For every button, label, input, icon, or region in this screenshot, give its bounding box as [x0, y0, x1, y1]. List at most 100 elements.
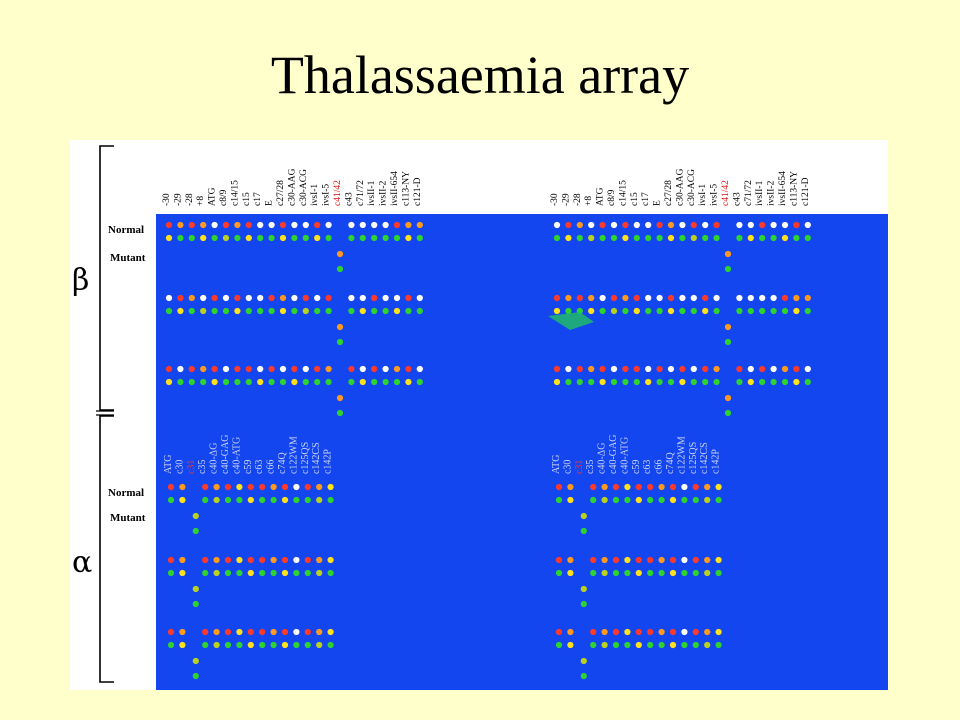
hybridization-spot — [188, 307, 195, 315]
hybridization-spot — [293, 496, 300, 504]
hybridization-spot — [576, 294, 583, 302]
hybridization-spot — [382, 307, 389, 315]
hybridization-spot — [715, 641, 722, 649]
hybridization-spot — [681, 483, 688, 491]
hybridization-spot — [382, 234, 389, 242]
hybridization-spot — [588, 294, 595, 302]
beta-right-col-label: c71/72 — [744, 180, 754, 206]
beta-left-col-label: ivsII-2 — [379, 180, 389, 206]
hybridization-spot — [635, 556, 642, 564]
hybridization-spot — [336, 265, 344, 273]
hybridization-spot — [245, 378, 252, 386]
beta-right-col-label: c14/15 — [618, 180, 628, 206]
hybridization-spot — [759, 221, 766, 229]
hybridization-spot — [667, 221, 675, 229]
hybridization-spot — [211, 294, 218, 302]
hybridization-spot — [165, 221, 173, 229]
hybridization-spot — [359, 365, 366, 373]
hybridization-spot — [247, 628, 254, 636]
hybridization-spot — [781, 365, 789, 373]
beta-left-col-label: c71/72 — [356, 180, 366, 206]
hybridization-spot — [601, 496, 608, 504]
hybridization-spot — [224, 641, 232, 649]
hybridization-spot — [327, 628, 334, 636]
alpha-right-col-label: c142P — [711, 449, 722, 474]
hybridization-spot — [316, 496, 323, 504]
hybridization-spot — [259, 628, 266, 636]
hybridization-spot — [724, 250, 732, 258]
hybridization-spot — [281, 496, 289, 504]
hybridization-spot — [565, 307, 572, 315]
hybridization-spot — [715, 628, 722, 636]
hybridization-spot — [234, 234, 241, 242]
hybridization-spot — [202, 556, 209, 564]
hybridization-spot — [724, 323, 732, 331]
hybridization-spot — [690, 221, 697, 229]
hybridization-spot — [268, 294, 275, 302]
hybridization-spot — [692, 628, 699, 636]
hybridization-spot — [293, 628, 300, 636]
hybridization-spot — [167, 496, 175, 504]
hybridization-spot — [804, 307, 811, 315]
hybridization-spot — [690, 294, 697, 302]
hybridization-spot — [601, 641, 608, 649]
hybridization-spot — [781, 378, 789, 386]
hybridization-spot — [702, 234, 709, 242]
hybridization-spot — [291, 234, 298, 242]
hybridization-spot — [259, 556, 266, 564]
beta-left-col-label: c30-ACG — [299, 169, 309, 206]
hybridization-spot — [382, 221, 389, 229]
hybridization-spot — [599, 221, 606, 229]
hybridization-spot — [234, 294, 241, 302]
hybridization-spot — [222, 221, 230, 229]
hybridization-spot — [645, 378, 652, 386]
hybridization-spot — [279, 234, 287, 242]
alpha-left-col-label: c122WM — [288, 436, 299, 474]
hybridization-spot — [580, 585, 587, 593]
hybridization-spot — [245, 221, 252, 229]
hybridization-spot — [553, 378, 561, 386]
hybridization-spot — [588, 378, 595, 386]
hybridization-spot — [692, 569, 699, 577]
hybridization-spot — [325, 221, 332, 229]
hybridization-spot — [165, 307, 173, 315]
hybridization-spot — [416, 365, 423, 373]
beta-right-col-label: c17 — [641, 192, 651, 206]
hybridization-spot — [633, 365, 640, 373]
hybridization-spot — [179, 556, 186, 564]
hybridization-spot — [647, 628, 654, 636]
hybridization-spot — [371, 294, 378, 302]
hybridization-spot — [270, 628, 277, 636]
hybridization-spot — [624, 556, 631, 564]
hybridization-spot — [702, 378, 709, 386]
hybridization-spot — [167, 641, 175, 649]
hybridization-spot — [590, 641, 597, 649]
hybridization-spot — [316, 628, 323, 636]
hybridization-spot — [759, 294, 766, 302]
alpha-right-col-label: c40-ATG — [619, 437, 630, 474]
hybridization-spot — [702, 365, 709, 373]
hybridization-spot — [612, 556, 620, 564]
hybridization-spot — [192, 585, 199, 593]
hybridization-spot — [624, 496, 631, 504]
beta-right-col-label: c113-NY — [789, 171, 799, 206]
hybridization-spot — [645, 365, 652, 373]
hybridization-spot — [645, 234, 652, 242]
hybridization-spot — [635, 569, 642, 577]
beta-left-col-label: -28 — [185, 193, 195, 206]
hybridization-spot — [647, 496, 654, 504]
hybridization-spot — [257, 307, 264, 315]
hybridization-spot — [656, 221, 663, 229]
hybridization-spot — [669, 496, 677, 504]
hybridization-spot — [211, 378, 218, 386]
hybridization-spot — [610, 221, 618, 229]
hybridization-spot — [234, 365, 241, 373]
hybridization-spot — [747, 378, 754, 386]
hybridization-spot — [793, 221, 800, 229]
alpha-right-col-label: c40-ΔG — [597, 443, 608, 474]
hybridization-spot — [736, 294, 743, 302]
hybridization-spot — [291, 365, 298, 373]
hybridization-spot — [314, 307, 321, 315]
hybridization-spot — [736, 307, 743, 315]
hybridization-spot — [202, 496, 209, 504]
